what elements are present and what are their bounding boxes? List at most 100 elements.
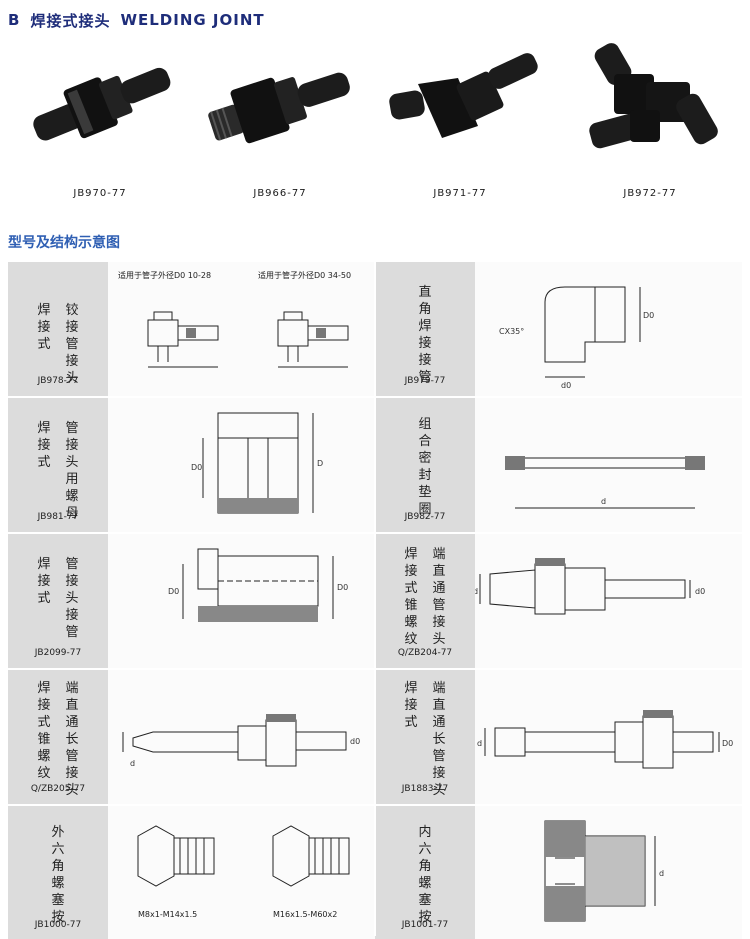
dim-label: d0: [561, 381, 571, 390]
photo-tee-union: JB972-77: [560, 34, 740, 209]
header-prefix: B: [8, 11, 21, 29]
cell-label: 焊接式 铰接管接头 JB978-77: [8, 262, 108, 396]
label-col1: 焊接式锥螺纹: [404, 547, 418, 647]
label-col1: 焊接式: [37, 303, 51, 352]
dim-label: d0: [695, 587, 705, 596]
drawing-caption: M8x1-M14x1.5: [138, 910, 198, 919]
label-col2: 管接头用螺母: [65, 421, 79, 521]
dim-label: d0: [350, 737, 360, 746]
photo-code: JB966-77: [253, 188, 307, 199]
cell-jb1000: 外六角螺塞按 JB1000-77: [8, 806, 375, 939]
structure-grid: 焊接式 铰接管接头 JB978-77 适用于管子外径D0 10-28 适用于管子…: [8, 262, 742, 939]
dim-label: D: [317, 459, 323, 468]
photo-threaded-union: JB966-77: [190, 34, 370, 209]
cell-jb978: 焊接式 铰接管接头 JB978-77 适用于管子外径D0 10-28 适用于管子…: [8, 262, 375, 396]
cell-jb2099: 焊接式 管接头接管 JB2099-77 D0 D0: [8, 534, 375, 668]
dim-label: d: [601, 497, 606, 506]
standard-code: JB982-77: [404, 512, 446, 522]
dim-label: d: [659, 869, 664, 878]
label-col2: 端直通长管接头: [432, 681, 446, 798]
cell-drawing: CX35° D0 d0: [475, 262, 742, 396]
cell-drawing: d d0: [473, 534, 742, 668]
label-col1: 焊接式锥螺纹: [37, 681, 51, 781]
label-col2: 铰接管接头: [65, 303, 79, 386]
elbow-drawing: CX35° D0 d0: [499, 286, 654, 390]
standard-code: JB978-77: [37, 376, 79, 386]
standard-code: Q/ZB205-77: [30, 784, 86, 794]
cell-label: 直角焊接接管 JB979-77: [375, 262, 475, 396]
cell-drawing: d: [475, 398, 742, 532]
drawing-caption: 适用于管子外径D0 34-50: [258, 271, 352, 280]
dim-label: D0: [168, 587, 179, 596]
photo-straight-union: JB970-77: [10, 34, 190, 209]
label-col2: 端直通管接头: [432, 547, 446, 647]
label-col1: 组合密封垫圈: [418, 417, 432, 517]
label-col1: 内六角螺塞按: [418, 825, 432, 925]
sealing-washer-drawing: d: [505, 456, 705, 509]
cell-label: 内六角螺塞按 JB1001-77: [375, 806, 475, 939]
long-straight-connector-drawing: d D0: [477, 710, 733, 769]
dim-label: D0: [722, 739, 733, 748]
label-col2: 端直通长管接头: [65, 681, 79, 798]
cell-label: 外六角螺塞按 JB1000-77: [8, 806, 108, 939]
tapered-connector-drawing: d d0: [473, 558, 705, 615]
socket-plug-drawing: d: [544, 820, 664, 922]
drawing-caption: 适用于管子外径D0 10-28: [118, 271, 212, 280]
dim-label: d: [477, 739, 482, 748]
label-col1: 焊接式: [37, 557, 51, 606]
nut-drawing: D0 D: [191, 412, 323, 514]
cell-drawing: M8x1-M14x1.5 M16x1.5-M60x2: [108, 806, 375, 939]
cell-drawing: d: [475, 806, 742, 939]
dim-label: d: [475, 587, 478, 596]
photo-code: JB971-77: [433, 188, 487, 199]
cell-qzb205: 焊接式锥螺纹 端直通长管接头 Q/ZB205-77 d d0: [8, 670, 375, 804]
cell-label: 组合密封垫圈 JB982-77: [375, 398, 475, 532]
threaded-union-image: [208, 72, 350, 144]
standard-code: JB1001-77: [401, 920, 449, 930]
product-photos: JB970-77 JB966-77 JB971-77: [0, 34, 750, 209]
cell-jb982: 组合密封垫圈 JB982-77 d: [375, 398, 742, 532]
straight-union-image: [33, 67, 171, 141]
label-col1: 焊接式: [404, 681, 418, 730]
cell-drawing: D0 D0: [108, 534, 375, 668]
weld-nipple-drawing: D0 D0: [168, 548, 348, 622]
dim-label: D0: [191, 463, 202, 472]
cell-jb1883: 焊接式 端直通长管接头 JB1883-77 d D0: [375, 670, 742, 804]
cell-jb979: 直角焊接接管 JB979-77 CX35° D0 d0: [375, 262, 742, 396]
dim-label: d: [130, 759, 135, 768]
cell-jb1001: 内六角螺塞按 JB1001-77 d: [375, 806, 742, 939]
column-divider: [374, 262, 376, 936]
header-title-en: WELDING JOINT: [120, 11, 265, 29]
elbow-union-image: [389, 53, 538, 138]
cell-label: 焊接式 端直通长管接头 JB1883-77: [375, 670, 475, 804]
header-title-cn: 焊接式接头: [30, 11, 111, 30]
cell-qzb204: 焊接式锥螺纹 端直通管接头 Q/ZB204-77 d d0: [375, 534, 742, 668]
photo-elbow-union: JB971-77: [370, 34, 550, 209]
label-col1: 外六角螺塞按: [51, 825, 65, 925]
photo-code: JB972-77: [623, 188, 677, 199]
drawing-caption: M16x1.5-M60x2: [273, 910, 338, 919]
cell-label: 焊接式 管接头接管 JB2099-77: [8, 534, 108, 668]
label-col1: 焊接式: [37, 421, 51, 470]
cell-drawing: d d0: [108, 670, 375, 804]
standard-code: JB1883-77: [401, 784, 449, 794]
cell-drawing: 适用于管子外径D0 10-28 适用于管子外径D0 34-50: [108, 262, 375, 396]
cell-jb981: 焊接式 管接头用螺母 JB981-77 D0 D: [8, 398, 375, 532]
cell-drawing: D0 D: [108, 398, 375, 532]
cell-label: 焊接式锥螺纹 端直通管接头 Q/ZB204-77: [375, 534, 475, 668]
label-col1: 直角焊接接管: [418, 285, 432, 385]
dim-label: CX35°: [499, 327, 524, 336]
standard-code: JB979-77: [404, 376, 446, 386]
label-col2: 管接头接管: [65, 557, 79, 640]
standard-code: JB2099-77: [34, 648, 82, 658]
page-header: B 焊接式接头 WELDING JOINT: [8, 8, 265, 32]
dim-label: D0: [337, 583, 348, 592]
cell-label: 焊接式 管接头用螺母 JB981-77: [8, 398, 108, 532]
standard-code: JB1000-77: [34, 920, 82, 930]
cell-drawing: d D0: [475, 670, 742, 804]
cell-label: 焊接式锥螺纹 端直通长管接头 Q/ZB205-77: [8, 670, 108, 804]
hex-plug-drawing: [137, 825, 350, 887]
banjo-joint-drawing: [147, 311, 349, 368]
standard-code: Q/ZB204-77: [397, 648, 453, 658]
photo-code: JB970-77: [73, 188, 127, 199]
